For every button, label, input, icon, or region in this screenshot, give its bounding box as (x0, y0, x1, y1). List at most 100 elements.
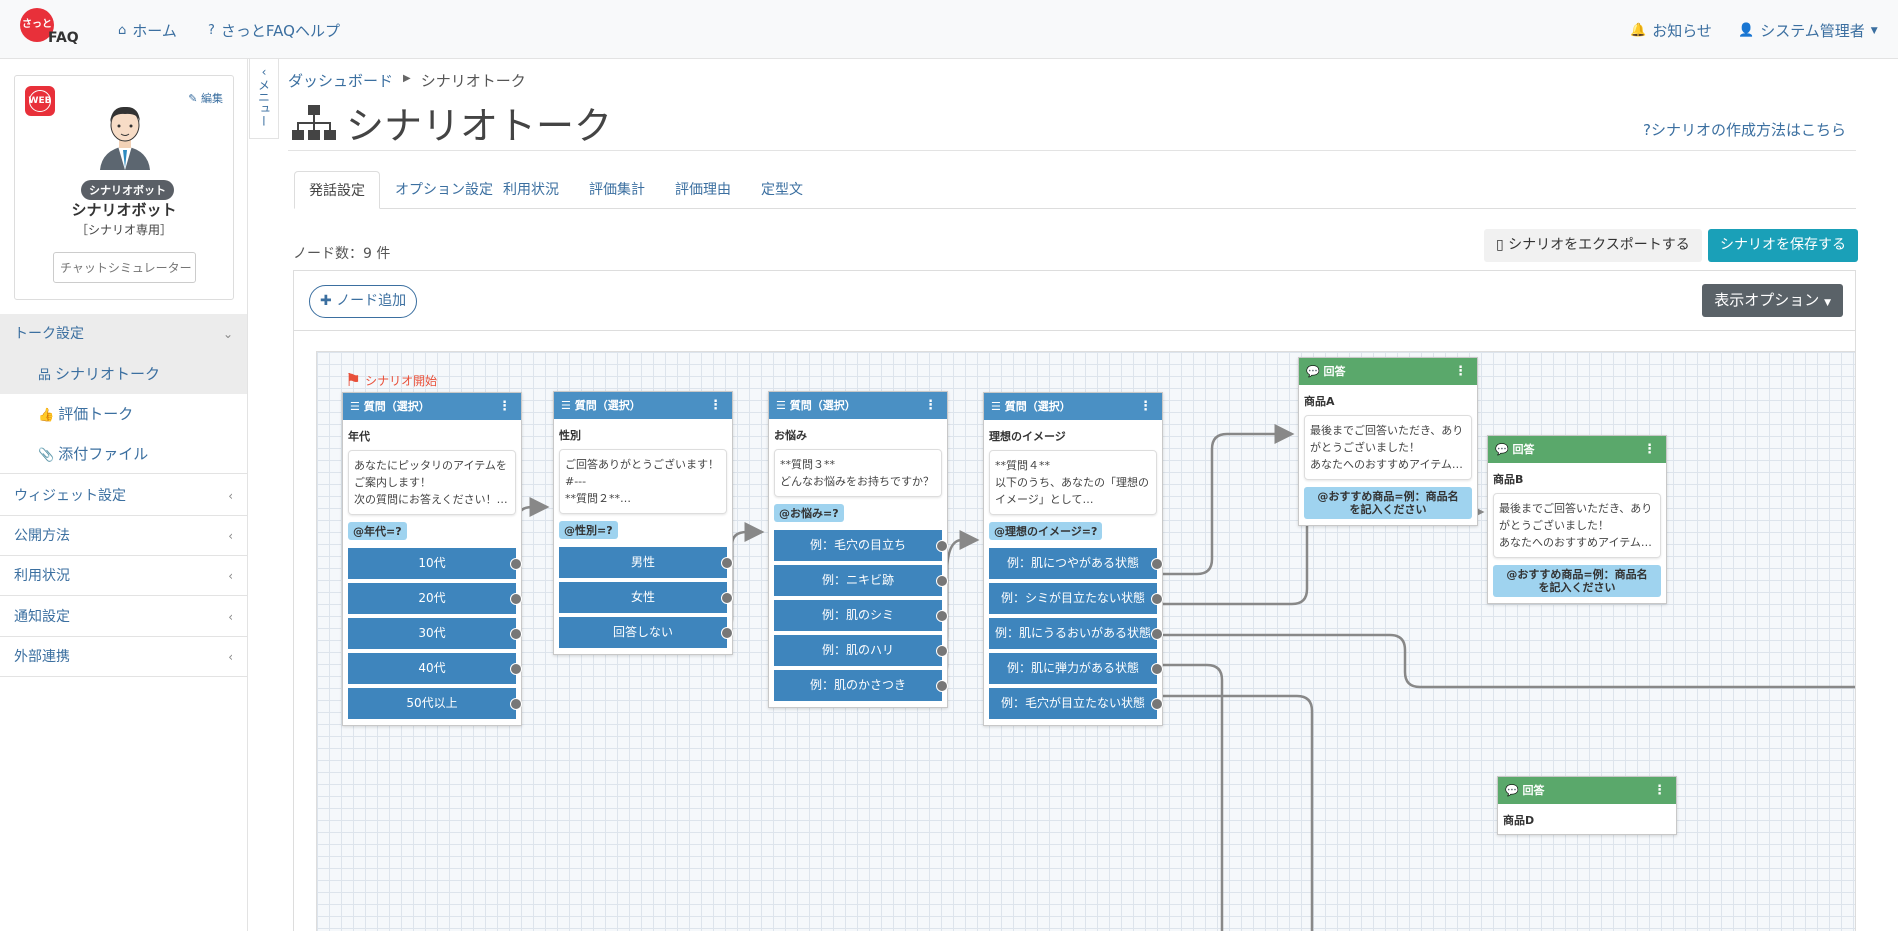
output-port[interactable] (936, 540, 948, 552)
question-node[interactable]: ☰ 質問（選択）⋮ 年代 あなたにピッタリのアイテムを ご案内します！ 次の質問… (342, 392, 522, 726)
output-port[interactable] (721, 592, 733, 604)
node-header[interactable]: 💬 回答⋮ (1498, 777, 1676, 804)
output-port[interactable] (936, 680, 948, 692)
answer-node[interactable]: 💬 回答⋮ 商品A 最後までご回答いただき、あり がとうございました！ あなたへ… (1298, 357, 1478, 526)
question-node[interactable]: ☰ 質問（選択）⋮ 理想のイメージ **質問４** 以下のうち、あなたの「理想の… (983, 392, 1163, 726)
output-port[interactable] (510, 663, 522, 675)
option-button[interactable]: 例：肌のかさつき (774, 670, 948, 701)
node-header[interactable]: ☰ 質問（選択）⋮ (554, 392, 732, 419)
answer-node[interactable]: 💬 回答⋮ 商品D (1497, 776, 1677, 835)
option-button[interactable]: 例：肌に弾力がある状態 (989, 653, 1163, 684)
node-canvas[interactable]: ⚑ シナリオ開始 ☰ 質問（選択）⋮ 年代 あなたにピッタリのアイテムを ご案内… (316, 351, 1855, 931)
output-port[interactable] (1151, 698, 1163, 710)
sidebar-item-eval-talk[interactable]: 👍評価トーク (0, 394, 247, 434)
node-header[interactable]: ☰ 質問（選択）⋮ (984, 393, 1162, 420)
nav-home-link[interactable]: ⌂ ホーム (118, 20, 177, 41)
chat-simulator-input[interactable] (53, 252, 196, 283)
sidebar-item-external[interactable]: 外部連携‹ (0, 637, 247, 677)
tab-eval-reasons[interactable]: 評価理由 (675, 182, 731, 198)
edit-label: 編集 (201, 92, 223, 105)
option-button[interactable]: 例：毛穴が目立たない状態 (989, 688, 1163, 719)
output-port[interactable] (510, 558, 522, 570)
kebab-icon[interactable]: ⋮ (1643, 442, 1656, 457)
option-button[interactable]: 40代 (348, 653, 522, 684)
option-label: 男性 (630, 555, 655, 569)
kebab-icon[interactable]: ⋮ (924, 398, 937, 413)
question-circle-icon: ? (1643, 121, 1651, 139)
question-node[interactable]: ☰ 質問（選択）⋮ お悩み **質問３** どんなお悩みをお持ちですか？ @お悩… (768, 391, 948, 708)
nav-user-menu[interactable]: 👤 システム管理者 ▼ (1738, 20, 1878, 41)
app-logo[interactable]: さっと FAQ (18, 8, 86, 50)
chevron-left-icon: ‹ (228, 489, 233, 503)
kebab-icon[interactable]: ⋮ (1653, 783, 1666, 798)
option-button[interactable]: 30代 (348, 618, 522, 649)
kebab-icon[interactable]: ⋮ (709, 398, 722, 413)
tab-utterance-settings[interactable]: 発話設定 (294, 171, 380, 209)
edit-profile-link[interactable]: ✎ 編集 (188, 90, 223, 106)
sidebar-item-publish[interactable]: 公開方法‹ (0, 516, 247, 556)
option-button[interactable]: 例：肌のハリ (774, 635, 948, 666)
output-port[interactable] (936, 645, 948, 657)
option-button[interactable]: 例：肌にうるおいがある状態 (989, 618, 1163, 649)
breadcrumb-current: シナリオトーク (420, 72, 526, 90)
display-options-button[interactable]: 表示オプション ▼ (1702, 284, 1843, 317)
tab-option-settings[interactable]: オプション設定 (395, 182, 493, 198)
tab-usage[interactable]: 利用状況 (503, 182, 559, 198)
kebab-icon[interactable]: ⋮ (498, 399, 511, 414)
tab-eval-summary[interactable]: 評価集計 (589, 182, 645, 198)
logo-mark: さっと (20, 8, 54, 42)
tab-templates[interactable]: 定型文 (761, 182, 803, 198)
option-button[interactable]: 例：ニキビ跡 (774, 565, 948, 596)
sidebar-item-attachments[interactable]: 📎添付ファイル (0, 434, 247, 474)
add-node-button[interactable]: ✚ ノード追加 (309, 285, 418, 318)
kebab-icon[interactable]: ⋮ (1454, 364, 1467, 379)
node-type-label: 質問（選択） (789, 399, 856, 412)
output-port[interactable] (1151, 628, 1163, 640)
answer-node[interactable]: 💬 回答⋮ 商品B 最後までご回答いただき、あり がとうございました！ あなたへ… (1487, 435, 1667, 604)
node-header[interactable]: ☰ 質問（選択）⋮ (769, 392, 947, 419)
node-type-label: 回答 (1512, 443, 1535, 456)
output-port[interactable] (936, 610, 948, 622)
option-button[interactable]: 例：肌のシミ (774, 600, 948, 631)
option-button[interactable]: 男性 (559, 547, 733, 578)
option-button[interactable]: 例：肌につやがある状態 (989, 548, 1163, 579)
question-node[interactable]: ☰ 質問（選択）⋮ 性別 ご回答ありがとうございます！ #--- **質問２**… (553, 391, 733, 655)
sidebar-item-scenario-talk[interactable]: 品シナリオトーク (0, 354, 247, 394)
option-button[interactable]: 例：毛穴の目立ち (774, 530, 948, 561)
variable-badge: @年代=? (348, 522, 407, 540)
option-button[interactable]: 20代 (348, 583, 522, 614)
sidebar-item-usage[interactable]: 利用状況‹ (0, 556, 247, 596)
option-button[interactable]: 50代以上 (348, 688, 522, 719)
node-header[interactable]: ☰ 質問（選択）⋮ (343, 393, 521, 420)
output-port[interactable] (510, 628, 522, 640)
nav-notice-link[interactable]: 🔔 お知らせ (1630, 20, 1712, 41)
nav-help-link[interactable]: ? さっとFAQヘルプ (208, 20, 340, 41)
node-header[interactable]: 💬 回答⋮ (1488, 436, 1666, 463)
option-button[interactable]: 女性 (559, 582, 733, 613)
breadcrumb-dashboard[interactable]: ダッシュボード (288, 72, 394, 90)
option-button[interactable]: 10代 (348, 548, 522, 579)
option-button[interactable]: 例：シミが目立たない状態 (989, 583, 1163, 614)
output-port[interactable] (936, 575, 948, 587)
sidebar-item-notify[interactable]: 通知設定‹ (0, 597, 247, 637)
scenario-help-link[interactable]: ?シナリオの作成方法はこちら (1643, 119, 1846, 140)
sidebar-item-widget-settings[interactable]: ウィジェット設定‹ (0, 476, 247, 516)
kebab-icon[interactable]: ⋮ (1139, 399, 1152, 414)
output-port[interactable] (1151, 593, 1163, 605)
output-port[interactable] (510, 698, 522, 710)
bell-icon: 🔔 (1630, 23, 1647, 38)
output-port[interactable] (1151, 558, 1163, 570)
node-type-label: 質問（選択） (363, 400, 430, 413)
menu-toggle[interactable]: ‹ メニュー (249, 59, 279, 139)
node-header[interactable]: 💬 回答⋮ (1299, 358, 1477, 385)
nav-help-label: さっとFAQヘルプ (220, 22, 340, 40)
output-port[interactable] (721, 557, 733, 569)
output-port[interactable] (1151, 663, 1163, 675)
sidebar-item-talk-settings[interactable]: トーク設定 ⌄ (0, 314, 247, 354)
output-port[interactable] (510, 593, 522, 605)
output-port[interactable] (721, 627, 733, 639)
option-button[interactable]: 回答しない (559, 617, 733, 648)
export-scenario-button[interactable]: ▯ シナリオをエクスポートする (1484, 229, 1702, 262)
save-scenario-button[interactable]: シナリオを保存する (1708, 229, 1858, 262)
scenario-help-label: シナリオの作成方法はこちら (1650, 121, 1846, 139)
